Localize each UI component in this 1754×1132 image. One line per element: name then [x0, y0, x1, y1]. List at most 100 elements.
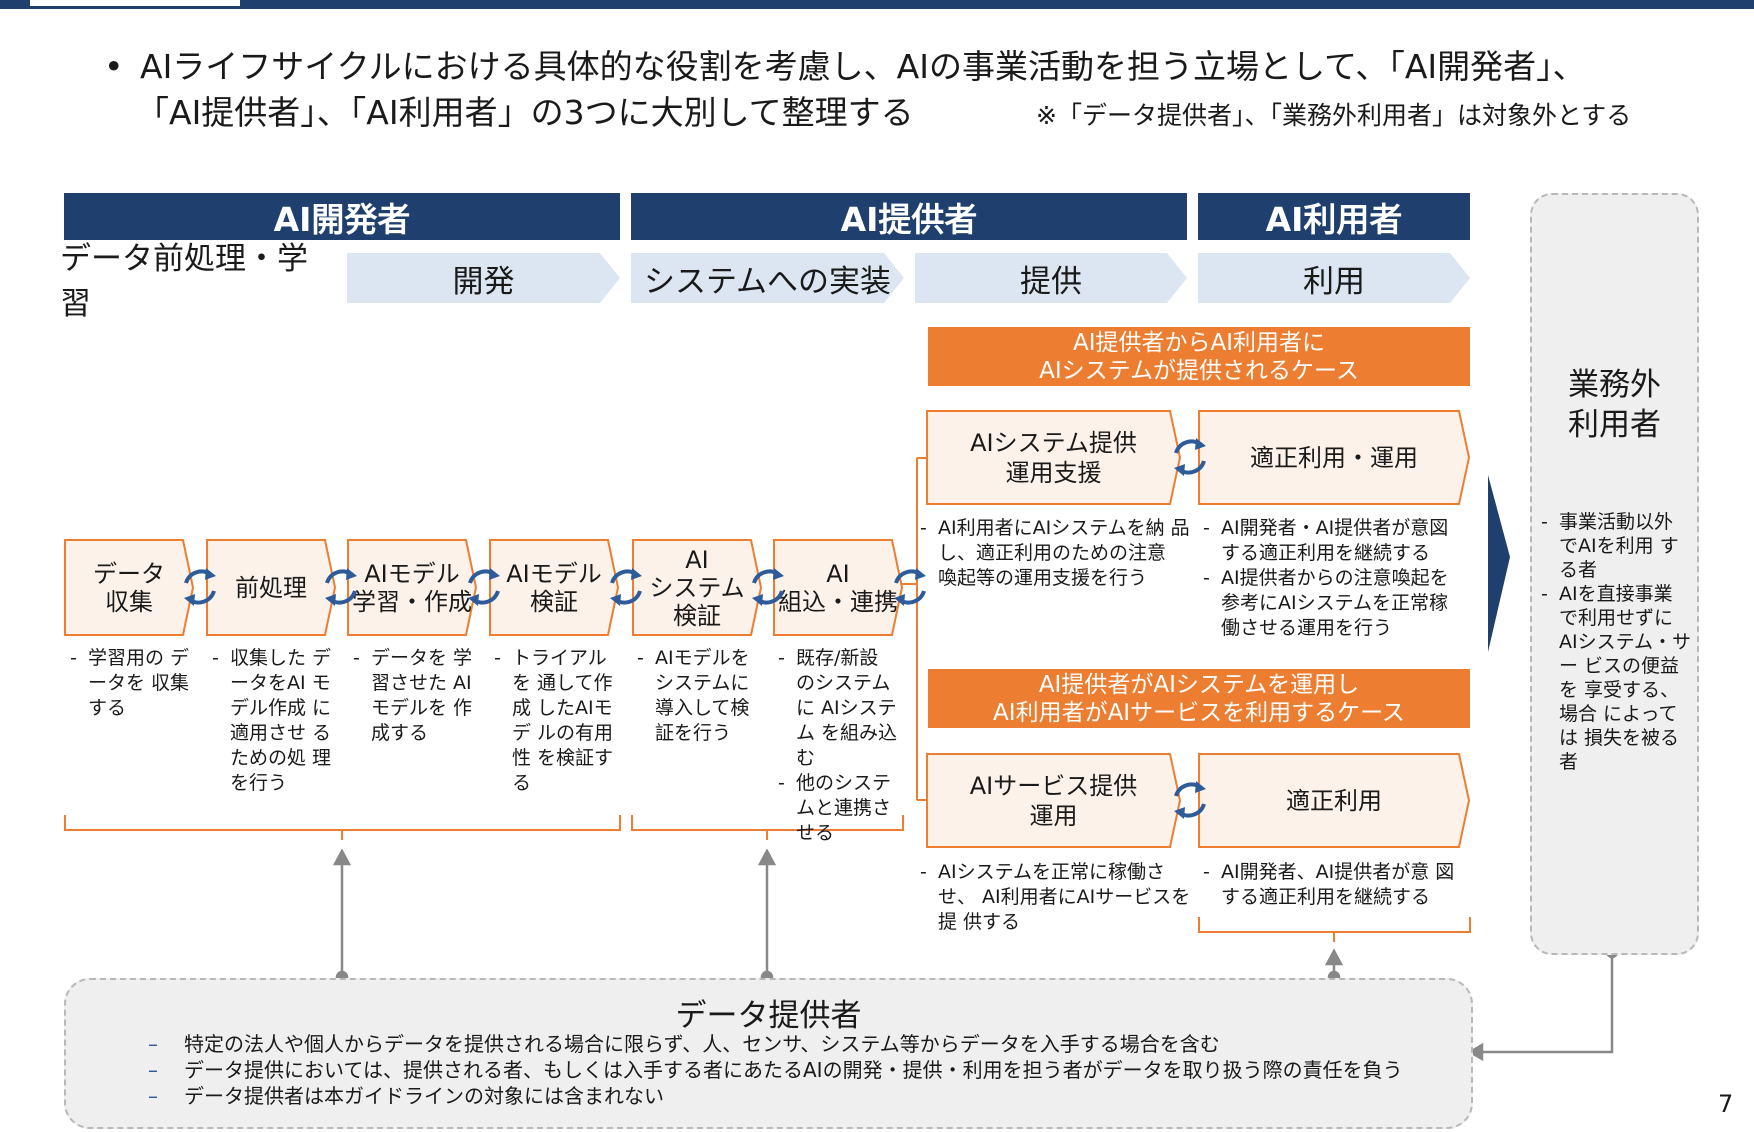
cycle-icon: [466, 566, 502, 608]
cycle-icon: [608, 566, 644, 608]
page-number: 7: [1718, 1090, 1734, 1118]
step-box-label-line: 学習・作成: [352, 587, 472, 616]
cycle-icon: [750, 566, 786, 608]
step-box-label-line: 組込・連携: [778, 587, 898, 616]
step-box-label-line: AI: [685, 545, 709, 574]
intro-bullet: •: [104, 47, 124, 86]
data-provider-title: データ提供者: [675, 998, 862, 1034]
cycle-icon: [1172, 779, 1208, 821]
box-proper-use-operation: 適正利用・運用: [1198, 410, 1471, 505]
data-provider-item: – データ提供者は本ガイドラインの対象には含まれない: [148, 1083, 1403, 1109]
box-proper-use-operation-shape: [1198, 410, 1471, 505]
step-desc: 既存/新設 のシステムに AIシステム を組み込む 他のシステ ムと連携さ せる: [778, 646, 902, 846]
step-box-shape: [632, 539, 763, 636]
step-desc: データを 学習させた AIモデルを 作成する: [353, 646, 473, 746]
cycle-icon: [323, 566, 359, 608]
box-system-support-shape: [926, 410, 1182, 505]
outsider-desc: 事業活動以外 でAIを利用 する者 AIを直接事業 で利用せずに AIシステム・…: [1541, 510, 1693, 774]
box-proper-use-shape: [1198, 753, 1471, 848]
proper-use-desc-item: AI開発者、AI提供者が意 図する適正利用を継続する: [1203, 860, 1468, 910]
top-bar: [0, 0, 1754, 9]
step-box-shape: [347, 539, 478, 636]
box-service-operation-shape: [926, 753, 1182, 848]
data-provider-item-text: 特定の法人や個人からデータを提供される場合に限らず、人、センサ、システム等からデ…: [184, 1032, 1220, 1056]
data-provider-item-text: データ提供においては、提供される者、もしくは入手する者にあたるAIの開発・提供・…: [184, 1058, 1403, 1082]
box-system-support-line-1: AIシステム提供: [970, 428, 1137, 457]
dash-icon: –: [148, 1084, 158, 1108]
step-box-model-training: AIモデル学習・作成: [347, 539, 478, 636]
box-service-operation-line-1: AIサービス提供: [969, 771, 1138, 800]
step-box-label-line: 検証: [530, 587, 578, 616]
arrow-developer-head: [332, 848, 352, 866]
step-box-shape: [206, 539, 337, 636]
box-system-support: AIシステム提供運用支援: [926, 410, 1182, 505]
step-box-label-line: 検証: [673, 601, 721, 630]
role-header-developer: AI開発者: [64, 193, 620, 240]
step-desc-item: 既存/新設 のシステムに AIシステム を組み込む: [778, 646, 902, 771]
data-provider-list: – 特定の法人や個人からデータを提供される場合に限らず、人、センサ、システム等から…: [148, 1031, 1403, 1109]
dash-icon: –: [148, 1032, 158, 1056]
outsider-title-line-1: 業務外: [1568, 367, 1661, 403]
scope-note: ※「データ提供者」、「業務外利用者」は対象外とする: [1036, 101, 1632, 130]
case-banner-2: AI提供者がAIシステムを運用し AI利用者がAIサービスを利用するケース: [928, 669, 1470, 728]
cycle-icon: [182, 566, 218, 608]
step-desc: AIモデルを システムに 導入して検 証を行う: [637, 646, 757, 746]
box-service-operation-line-2: 運用: [1029, 801, 1078, 830]
proper-use-operation-desc-item: AI提供者からの注意喚起を 参考にAIシステムを正常稼 働させる運用を行う: [1203, 566, 1468, 641]
step-desc-item: データを 学習させた AIモデルを 作成する: [353, 646, 473, 746]
intro-line-2: 「AI提供者」、「AI利用者」の3つに大別して整理する: [136, 93, 914, 132]
case-banner-1-line-1: AI提供者からAI利用者に: [1072, 329, 1326, 356]
step-box-label-line: AIモデル: [506, 559, 602, 588]
box-proper-use-operation-label: 適正利用・運用: [1250, 443, 1418, 472]
box-proper-use: 適正利用: [1198, 753, 1471, 848]
arrow-provider-head: [757, 848, 777, 866]
step-box-label-line: 収集: [105, 587, 153, 616]
data-provider-panel: [64, 978, 1473, 1129]
outsider-desc-item: AIを直接事業 で利用せずに AIシステム・サー ビスの便益を 享受する、場合 …: [1541, 582, 1693, 774]
case-banner-2-line-1: AI提供者がAIシステムを運用し: [1038, 671, 1360, 698]
proper-use-operation-desc: AI開発者・AI提供者が意図 する適正利用を継続する AI提供者からの注意喚起を…: [1203, 516, 1468, 641]
service-desc: AIシステムを正常に稼働させ、 AI利用者にAIサービスを提 供する: [920, 860, 1195, 935]
step-desc: 学習用の データを 収集する: [70, 646, 190, 721]
box-service-operation: AIサービス提供運用: [926, 753, 1182, 848]
arrow-user-head: [1324, 948, 1344, 966]
step-box-shape: [64, 539, 195, 636]
step-box-label-line: システム: [649, 573, 745, 602]
arrow-outsider-head: [1467, 1042, 1484, 1062]
step-desc-item: 学習用の データを 収集する: [70, 646, 190, 721]
step-box-label-line: 前処理: [235, 573, 307, 602]
step-box-label-line: AI: [826, 559, 850, 588]
data-provider-item: – 特定の法人や個人からデータを提供される場合に限らず、人、センサ、システム等から…: [148, 1031, 1403, 1057]
step-desc-item: トライアルを 通して作成 したAIモデ ルの有用性 を検証する: [494, 646, 618, 796]
cycle-icon: [1172, 436, 1208, 478]
outsider-title-line-2: 利用者: [1568, 407, 1661, 443]
service-desc-item: AIシステムを正常に稼働させ、 AI利用者にAIサービスを提 供する: [920, 860, 1195, 935]
support-desc-item: AI利用者にAIシステムを納 品し、適正利用のための注意 喚起等の運用支援を行う: [920, 516, 1190, 591]
outsider-desc-item: 事業活動以外 でAIを利用 する者: [1541, 510, 1693, 582]
step-box-data-collection: データ収集: [64, 539, 195, 636]
step-box-shape: [773, 539, 904, 636]
step-desc: 収集した データをAI モデル作成 に適用させ るための処 理を行う: [212, 646, 332, 796]
support-desc: AI利用者にAIシステムを納 品し、適正利用のための注意 喚起等の運用支援を行う: [920, 516, 1190, 591]
arrow-outsider-line: [1480, 952, 1614, 1054]
phase-implement: システムへの実装: [631, 253, 904, 303]
dash-icon: –: [148, 1058, 158, 1082]
step-box-shape: [489, 539, 620, 636]
phase-use: 利用: [1198, 253, 1470, 303]
big-arrow-to-outsider: [1488, 475, 1510, 652]
case-banner-2-line-2: AI利用者がAIサービスを利用するケース: [993, 699, 1405, 726]
case-banner-1: AI提供者からAI利用者に AIシステムが提供されるケース: [928, 327, 1470, 386]
role-header-provider: AI提供者: [631, 193, 1187, 240]
intro-line-1: AIライフサイクルにおける具体的な役割を考慮し、AIの事業活動を担う立場として、…: [140, 47, 1586, 86]
case-banner-1-line-2: AIシステムが提供されるケース: [1039, 357, 1359, 384]
step-box-model-validation: AIモデル検証: [489, 539, 620, 636]
step-box-label-line: AIモデル: [364, 559, 460, 588]
proper-use-operation-desc-item: AI開発者・AI提供者が意図 する適正利用を継続する: [1203, 516, 1468, 566]
data-provider-item: – データ提供においては、提供される者、もしくは入手する者にあたるAIの開発・提供…: [148, 1057, 1403, 1083]
data-provider-item-text: データ提供者は本ガイドラインの対象には含まれない: [184, 1084, 664, 1108]
step-desc-item: AIモデルを システムに 導入して検 証を行う: [637, 646, 757, 746]
